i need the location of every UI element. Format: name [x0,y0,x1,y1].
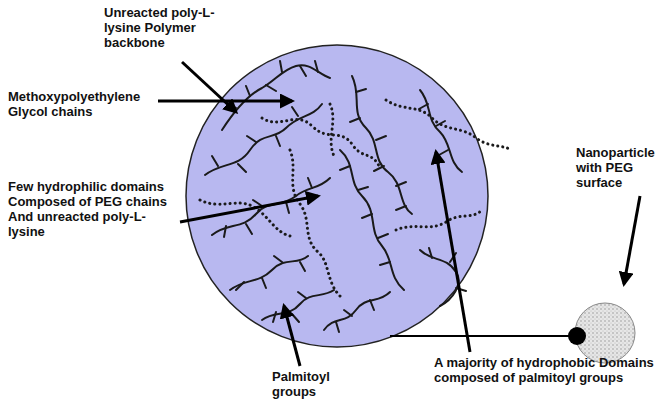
peg-label: Methoxypolyethylene Glycol chains [8,90,154,120]
peg-chains [200,100,512,296]
backbone-label: Unreacted poly-L- lysine Polymer backbon… [104,6,236,51]
nanoparticle-label: Nanoparticle with PEG surface [576,146,664,191]
hydrophilic-label: Few hydrophilic domains Composed of PEG … [8,180,178,240]
hydrophobic-label: A majority of hydrophobic Domains compos… [434,356,662,386]
core-dot [568,327,586,345]
leader-arrows [158,62,640,366]
connector-line [390,335,572,337]
palmitoyl-label: Palmitoyl groups [272,370,352,400]
